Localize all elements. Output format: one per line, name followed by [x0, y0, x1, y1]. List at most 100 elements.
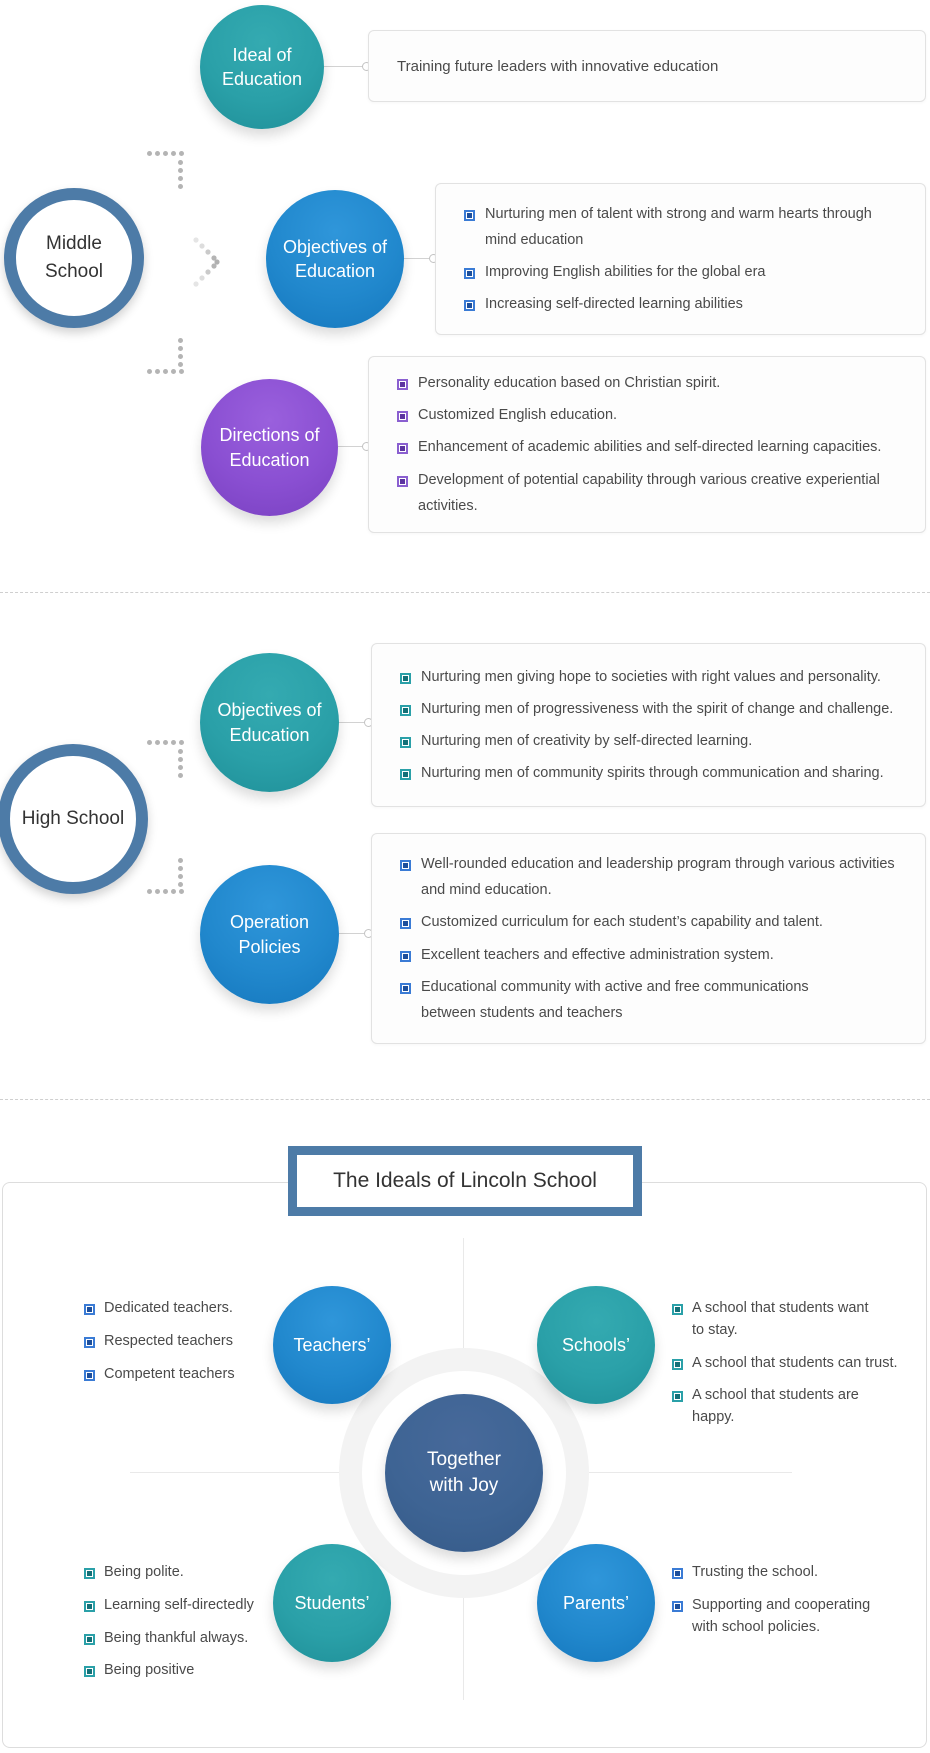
circle-label: Students’ — [294, 1592, 370, 1613]
list-item: Excellent teachers and effective adminis… — [400, 942, 913, 968]
bullet-square-icon — [400, 704, 411, 716]
dotted-elbow-icon — [147, 369, 184, 374]
list-item: Learning self-directedly — [84, 1595, 284, 1617]
section-divider — [0, 1099, 930, 1100]
bullet-square-icon — [400, 672, 411, 684]
bullet-square-icon — [397, 443, 408, 455]
bullet-square-icon — [672, 1358, 683, 1370]
list-item: Personality education based on Christian… — [397, 370, 913, 396]
schools-circle: Schools’ — [537, 1286, 655, 1404]
bullet-square-icon — [400, 769, 411, 781]
list-item: Being polite. — [84, 1562, 284, 1584]
bullet-square-icon — [84, 1600, 95, 1612]
section-divider — [0, 592, 930, 593]
list-item: Nurturing men of progressiveness with th… — [400, 696, 913, 722]
bullet-square-icon — [400, 950, 411, 962]
bullet-list: Nurturing men giving hope to societies w… — [400, 658, 913, 792]
dotted-elbow-icon — [178, 338, 183, 367]
ms-objectives-box: Nurturing men of talent with strong and … — [435, 183, 926, 335]
ideal-text: Training future leaders with innovative … — [397, 57, 719, 75]
bullet-square-icon — [464, 268, 475, 279]
bullet-square-icon — [84, 1336, 95, 1348]
list-item: Nurturing men giving hope to societies w… — [400, 664, 913, 690]
ideals-title: The Ideals of Lincoln School — [333, 1169, 597, 1192]
teachers-circle: Teachers’ — [273, 1286, 391, 1404]
teachers-list: Dedicated teachers. Respected teachers C… — [84, 1287, 274, 1396]
bullet-square-icon — [464, 209, 475, 221]
list-item: Supporting and cooperating with school p… — [672, 1595, 902, 1639]
connector-line — [320, 722, 368, 723]
dotted-elbow-icon — [147, 151, 184, 156]
operation-policies-box: Well-rounded education and leadership pr… — [371, 833, 926, 1044]
circle-label: Schools’ — [561, 1334, 631, 1355]
list-item: Being positive — [84, 1660, 284, 1682]
ideal-of-education-box: Training future leaders with innovative … — [368, 30, 926, 102]
bullet-square-icon — [84, 1568, 95, 1579]
bullet-square-icon — [400, 860, 411, 872]
list-item: Dedicated teachers. — [84, 1298, 274, 1320]
list-item: Competent teachers — [84, 1364, 274, 1386]
list-item: Being thankful always. — [84, 1628, 284, 1650]
bullet-square-icon — [672, 1600, 683, 1612]
bullet-list: Personality education based on Christian… — [397, 364, 913, 524]
high-school-circle: High School — [0, 744, 148, 894]
list-item: Customized curriculum for each student’s… — [400, 909, 913, 935]
bullet-square-icon — [464, 300, 475, 312]
chevron-dots-icon — [193, 237, 220, 287]
dotted-elbow-icon — [178, 160, 183, 189]
parents-list: Trusting the school. Supporting and coop… — [672, 1551, 902, 1649]
list-item: A school that students are happy. — [672, 1385, 902, 1429]
bullet-square-icon — [672, 1304, 683, 1315]
list-item: Nurturing men of talent with strong and … — [464, 201, 913, 253]
connector-line — [320, 446, 366, 447]
bullet-square-icon — [400, 918, 411, 930]
connector-line — [320, 933, 368, 934]
bullet-square-icon — [84, 1304, 95, 1315]
list-item: Enhancement of academic abilities and se… — [397, 434, 913, 460]
list-item: Increasing self-directed learning abilit… — [464, 291, 913, 317]
bullet-square-icon — [400, 982, 411, 994]
list-item: A school that students can trust. — [672, 1353, 902, 1375]
list-item: Nurturing men of creativity by self-dire… — [400, 728, 913, 754]
bullet-square-icon — [397, 379, 408, 391]
dotted-elbow-icon — [147, 889, 184, 894]
hs-objectives-box: Nurturing men giving hope to societies w… — [371, 643, 926, 807]
bullet-list: Nurturing men of talent with strong and … — [464, 195, 913, 323]
circle-label: Parents’ — [562, 1592, 630, 1613]
students-circle: Students’ — [273, 1544, 391, 1662]
dotted-elbow-icon — [178, 749, 183, 778]
bullet-square-icon — [84, 1369, 95, 1381]
list-item: Trusting the school. — [672, 1562, 902, 1584]
parents-circle: Parents’ — [537, 1544, 655, 1662]
list-item: Improving English abilities for the glob… — [464, 259, 913, 285]
bullet-square-icon — [400, 737, 411, 748]
students-list: Being polite. Learning self-directedly B… — [84, 1551, 284, 1693]
bullet-square-icon — [84, 1666, 95, 1678]
list-item: Well-rounded education and leadership pr… — [400, 851, 913, 903]
list-item: A school that students want to stay. — [672, 1298, 902, 1342]
list-item: Respected teachers — [84, 1331, 274, 1353]
connector-line — [380, 258, 432, 259]
dotted-elbow-icon — [178, 858, 183, 887]
schools-list: A school that students want to stay. A s… — [672, 1287, 902, 1440]
circle-label: Teachers’ — [293, 1334, 371, 1355]
bullet-square-icon — [84, 1633, 95, 1645]
connector-line — [300, 66, 366, 67]
bullet-list: Well-rounded education and leadership pr… — [400, 845, 913, 1032]
list-item: Educational community with active and fr… — [400, 974, 913, 1026]
dotted-elbow-icon — [147, 740, 184, 745]
list-item: Development of potential capability thro… — [397, 467, 913, 519]
